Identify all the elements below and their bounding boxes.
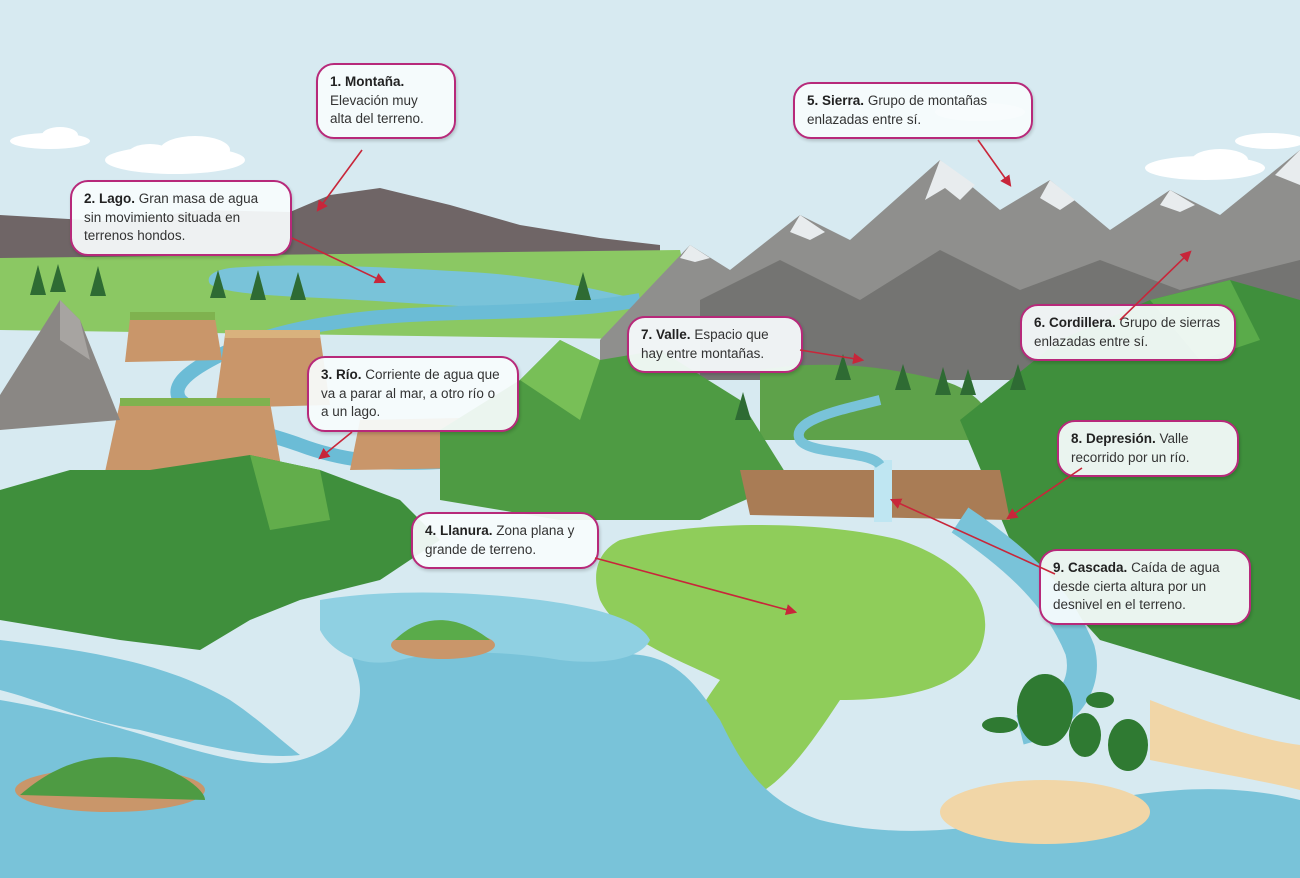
label-text: Corriente de agua que va a parar al mar,… (321, 367, 500, 420)
label-text: Gran masa de agua sin movimiento situada… (84, 191, 259, 244)
label-text: Caída de agua desde cierta altura por un… (1053, 560, 1220, 613)
label-text: Espacio que hay entre montañas. (641, 327, 769, 361)
label-cascada: 9. Cascada. Caída de agua desde cierta a… (1039, 549, 1251, 625)
label-term: 5. Sierra. (807, 93, 865, 108)
sand-island (940, 780, 1150, 844)
label-montana: 1. Montaña. Elevación muy alta del terre… (316, 63, 456, 139)
label-text: Valle recorrido por un río. (1071, 431, 1190, 465)
green-mountains-left (0, 455, 440, 650)
label-depresion: 8. Depresión. Valle recorrido por un río… (1057, 420, 1239, 478)
cloud (10, 127, 90, 149)
sea (0, 627, 1300, 878)
waterfall (874, 460, 892, 522)
label-rio: 3. Río. Corriente de agua que va a parar… (307, 356, 519, 432)
label-text: Grupo de montañas enlazadas entre sí. (807, 93, 988, 127)
label-term: 2. Lago. (84, 191, 136, 206)
label-term: 3. Río. (321, 367, 362, 382)
label-term: 1. Montaña. (330, 74, 405, 89)
label-text: Elevación muy alta del terreno. (330, 92, 424, 127)
valley-river (793, 395, 885, 469)
label-term: 6. Cordillera. (1034, 315, 1116, 330)
coast (1150, 700, 1300, 790)
label-llanura: 4. Llanura. Zona plana y grande de terre… (411, 512, 599, 570)
mesa (105, 398, 282, 472)
label-valle: 7. Valle. Espacio que hay entre montañas… (627, 316, 803, 374)
label-term: 9. Cascada. (1053, 560, 1128, 575)
label-cordillera: 6. Cordillera. Grupo de sierras enlazada… (1020, 304, 1236, 362)
delta-islands (982, 674, 1148, 771)
small-island (15, 757, 205, 812)
cloud (105, 136, 245, 174)
sea (0, 640, 300, 756)
cloud (1145, 149, 1265, 180)
label-text: Zona plana y grande de terreno. (425, 523, 575, 557)
cloud (1235, 133, 1300, 149)
label-lago: 2. Lago. Gran masa de agua sin movimient… (70, 180, 292, 256)
label-term: 4. Llanura. (425, 523, 493, 538)
label-term: 7. Valle. (641, 327, 691, 342)
mesa (125, 312, 222, 362)
label-sierra: 5. Sierra. Grupo de montañas enlazadas e… (793, 82, 1033, 140)
label-term: 8. Depresión. (1071, 431, 1156, 446)
left-gray-mountain (0, 300, 120, 430)
snow-caps (680, 150, 1300, 262)
trees (30, 264, 1026, 420)
small-island (391, 620, 495, 659)
mesa (215, 330, 330, 408)
